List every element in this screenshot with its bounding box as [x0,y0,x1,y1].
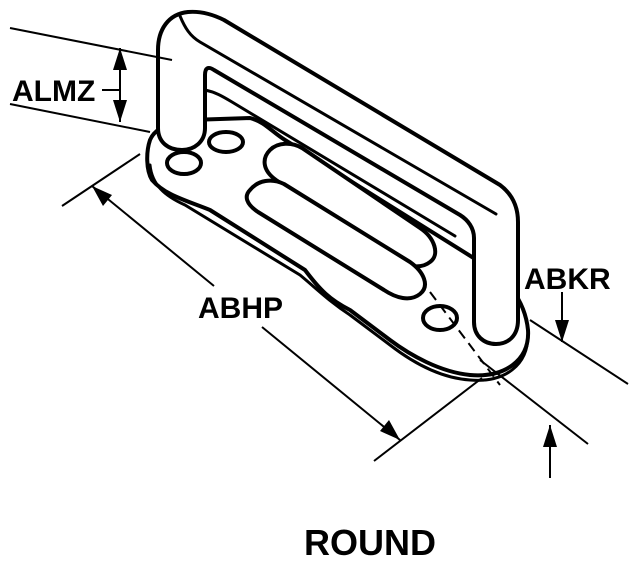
almz-label: ALMZ [12,75,95,108]
abkr-extension-bottom [479,359,589,445]
abhp-dimension-line-upper [91,185,215,287]
abhp-arrow-start [92,186,112,206]
almz-arrow-up [113,48,127,70]
abkr-extension-top [529,319,629,385]
almz-extension-top [9,27,173,61]
almz-extension-bottom [9,103,151,133]
abkr-arrow-up [543,425,557,447]
handle-top-edge [178,14,498,216]
abhp-extension-right [373,377,483,462]
abhp-label: ABHP [198,292,283,325]
handle-part-drawing [145,9,531,386]
handle-loop [156,9,520,346]
hole-left [165,150,203,176]
abkr-arrow-down [555,320,569,342]
abhp-dimension-line-lower [261,326,401,441]
slot-lower [244,178,427,301]
hole-right [421,304,459,332]
abhp-extension-left [61,153,141,207]
slot-upper [262,141,438,269]
almz-arrow-down [113,100,127,122]
caption-round: ROUND [304,522,436,562]
centerline [429,291,501,386]
hole-top [207,130,245,154]
base-plate-edge [148,163,530,382]
abhp-arrow-end [380,420,400,440]
abhp-dimension: ABHP [61,153,483,462]
abkr-dimension: ABKR [479,263,629,478]
abkr-label: ABKR [524,263,611,296]
handle-inner-edge [203,88,457,238]
almz-dimension: ALMZ [9,27,173,133]
